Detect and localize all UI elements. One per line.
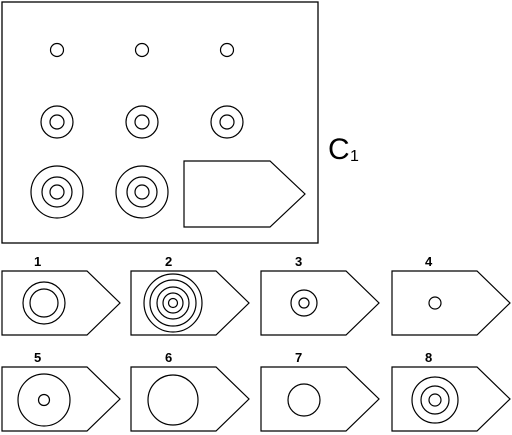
circle-shape	[49, 184, 65, 200]
circle-shape	[115, 165, 169, 219]
puzzle-label-number: 1	[350, 148, 359, 165]
circle-shape	[428, 393, 442, 407]
circle-shape	[287, 383, 321, 417]
answer-option-3[interactable]: 3	[260, 254, 380, 336]
circle-shape	[126, 176, 158, 208]
answer-option-6[interactable]: 6	[130, 350, 250, 432]
circle-shape	[149, 279, 197, 327]
circle-shape	[411, 376, 459, 424]
option-tab-shape	[130, 366, 250, 432]
circle-shape	[40, 105, 74, 139]
puzzle-cell-r2-c1	[40, 105, 74, 139]
option-number: 7	[295, 350, 302, 365]
option-number: 2	[165, 254, 172, 269]
option-number: 4	[425, 254, 433, 269]
missing-cell-placeholder	[183, 160, 306, 228]
puzzle-cell-r2-c3	[210, 105, 244, 139]
circle-shape	[156, 286, 190, 320]
circle-shape	[17, 373, 71, 427]
answer-option-4[interactable]: 4	[391, 254, 511, 336]
circle-shape	[147, 374, 199, 426]
option-tab-shape	[130, 270, 250, 336]
option-tab-shape	[1, 270, 121, 336]
option-tab-shape	[1, 366, 121, 432]
circle-shape	[41, 176, 73, 208]
circle-shape	[210, 105, 244, 139]
puzzle-cell-r1-c1	[49, 42, 65, 58]
circle-shape	[22, 281, 66, 325]
circle-shape	[219, 42, 235, 58]
circle-shape	[134, 42, 150, 58]
puzzle-cell-r1-c2	[134, 42, 150, 58]
puzzle-matrix	[1, 1, 319, 244]
option-tab-shape	[260, 366, 380, 432]
puzzle-cell-r3-c1	[30, 165, 84, 219]
answer-option-7[interactable]: 7	[260, 350, 380, 432]
puzzle-label: C 1	[328, 133, 359, 166]
option-tab-shape	[260, 270, 380, 336]
answer-option-5[interactable]: 5	[1, 350, 121, 432]
circle-shape	[49, 42, 65, 58]
option-number: 3	[295, 254, 302, 269]
answer-option-2[interactable]: 2	[130, 254, 250, 336]
circle-shape	[298, 297, 310, 309]
circle-shape	[125, 105, 159, 139]
circle-shape	[143, 273, 203, 333]
puzzle-frame	[1, 1, 319, 244]
circle-shape	[420, 385, 450, 415]
option-number: 6	[165, 350, 172, 365]
option-tab-shape	[391, 270, 511, 336]
answer-option-1[interactable]: 1	[1, 254, 121, 336]
circle-shape	[37, 393, 51, 407]
circle-shape	[134, 114, 150, 130]
puzzle-cell-r3-c2	[115, 165, 169, 219]
puzzle-cell-r1-c3	[219, 42, 235, 58]
circle-shape	[162, 292, 184, 314]
puzzle-cell-r2-c2	[125, 105, 159, 139]
circle-shape	[29, 288, 59, 318]
circle-shape	[49, 114, 65, 130]
option-number: 8	[425, 350, 432, 365]
circle-shape	[219, 114, 235, 130]
answer-option-8[interactable]: 8	[391, 350, 511, 432]
option-number: 5	[34, 350, 41, 365]
circle-shape	[134, 184, 150, 200]
circle-shape	[167, 297, 179, 309]
option-number: 1	[34, 254, 41, 269]
circle-shape	[30, 165, 84, 219]
circle-shape	[290, 289, 318, 317]
option-tab-shape	[391, 366, 511, 432]
puzzle-label-letter: C	[328, 133, 350, 166]
circle-shape	[428, 296, 442, 310]
